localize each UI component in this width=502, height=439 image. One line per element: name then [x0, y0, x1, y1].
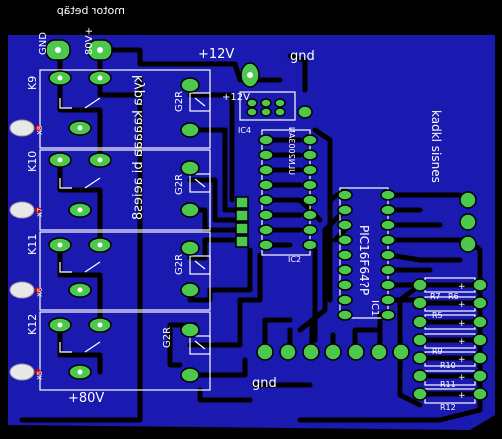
plus-mark-6: +: [458, 373, 466, 383]
pic-label: PIC16F64?P: [357, 225, 371, 295]
k10-label: K10: [26, 151, 39, 172]
r11-label: R11: [440, 380, 456, 389]
g2r-label-3: G2R: [174, 254, 185, 275]
x7-label: X7: [36, 208, 44, 217]
k12-label: K12: [26, 314, 39, 335]
v12-small-label: +12V: [222, 92, 250, 103]
g2r-label-2: G2R: [174, 174, 185, 195]
plus-mark-4: +: [458, 337, 466, 347]
k11-label: K11: [26, 234, 39, 255]
plus-mark-1: +: [458, 282, 466, 292]
plus-mark-3: +: [458, 319, 466, 329]
r9-label: R9: [432, 347, 443, 356]
x6-label: X6: [36, 287, 44, 297]
g2r-label-1: G2R: [174, 91, 185, 112]
screw-terminals: [9, 119, 41, 381]
r10-label: R10: [440, 361, 456, 370]
gnd-top-label: gnd: [290, 49, 315, 64]
gnd-bottom-label: gnd: [252, 376, 277, 391]
silkscreen-text: motor betäp GND 80V+ +12V gnd +12V IC4 k…: [26, 4, 466, 412]
plus-mark-2: +: [458, 300, 466, 310]
r6-label: R6: [448, 292, 459, 301]
x5-label: X5: [36, 371, 44, 380]
r7-label: R7: [430, 292, 441, 301]
sensors-mirror-label: kadkl sisnes: [429, 110, 443, 183]
pad-holes: [55, 47, 253, 375]
title-mirror-label: kypa kaaaaa bi aeies8: [131, 75, 146, 220]
r12-label: R12: [440, 403, 456, 412]
plus-mark-7: +: [458, 391, 466, 401]
top-mirror-label: motor betäp: [57, 4, 125, 17]
g2r-label-4: G2R: [162, 327, 173, 348]
plus-mark-5: +: [458, 355, 466, 365]
v12-left-label: +12V: [198, 47, 234, 62]
ic1-label: IC1: [369, 300, 380, 316]
uln-label: ULN2003AN: [287, 127, 296, 175]
gnd-vertical-label: GND: [38, 32, 49, 55]
v80-bottom-label: +80V: [68, 391, 104, 406]
v80-vertical-label: 80V+: [84, 27, 95, 55]
r5-label: R5: [432, 311, 443, 320]
x8-label: X8: [36, 126, 44, 135]
ic4-label: IC4: [238, 126, 251, 135]
k9-label: K9: [26, 76, 39, 90]
ic2-label: IC2: [288, 255, 301, 264]
